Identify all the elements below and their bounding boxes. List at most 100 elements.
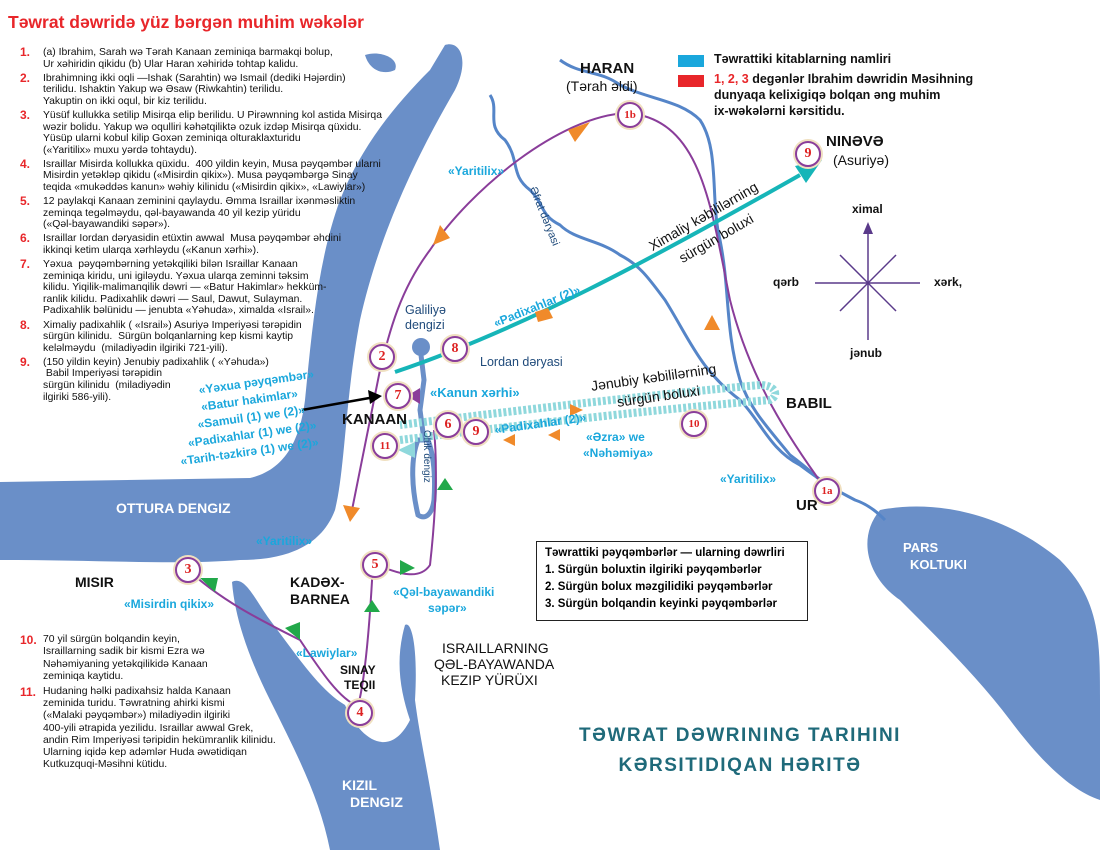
event-marker: 3 bbox=[175, 557, 201, 583]
legend-books-label: Təwrattiki kitablarning namliri bbox=[714, 52, 892, 66]
event-marker: 5 bbox=[362, 552, 388, 578]
compass-north-arrow bbox=[863, 222, 873, 234]
event-text: Ibrahimning ikki oqli —Ishak (Sarahtin) … bbox=[43, 72, 346, 107]
compass-south: jənub bbox=[850, 346, 882, 360]
prophets-box-item: 3. Sürgün bolqandin keyinki pəyqəmbərlər bbox=[545, 598, 777, 610]
compass-east: xərk, bbox=[934, 275, 963, 289]
place-misir: MISIR bbox=[75, 574, 114, 590]
event-number: 8. bbox=[20, 317, 31, 332]
book-ezra-2: «Nəhəmiya» bbox=[583, 446, 654, 460]
event-marker: 1a bbox=[814, 478, 840, 504]
event-marker: 10 bbox=[681, 411, 707, 437]
place-ur: UR bbox=[796, 497, 818, 514]
event-marker: 6 bbox=[435, 412, 461, 438]
place-nineveh: NINƏVƏ bbox=[826, 133, 884, 150]
label-persian-gulf-1: PARS bbox=[903, 540, 939, 555]
events-list: 1. (a) Ibrahim, Sarah wə Tərah Kanaan zem… bbox=[20, 45, 382, 406]
event-number: 6. bbox=[20, 231, 31, 246]
place-babil: BABIL bbox=[786, 395, 832, 412]
event-text: Ximaliy padixahlik ( «Israil») Asuriyə I… bbox=[43, 319, 302, 354]
event-text: 70 yil sürgün bolqandin keyin, Israillar… bbox=[43, 634, 208, 682]
green-arrow bbox=[400, 560, 415, 575]
event-item: 2. Ibrahimning ikki oqli —Ishak (Sarahtin… bbox=[20, 70, 382, 108]
place-wander-3: KEZIP YÜRÜXI bbox=[441, 672, 538, 688]
sea-of-galilee bbox=[412, 338, 430, 356]
sea-inlet bbox=[365, 53, 396, 73]
event-text: 12 paylakqi Kanaan zeminini qaylaydu. Əm… bbox=[43, 196, 356, 231]
book-genesis-2: «Yaritilix» bbox=[256, 534, 313, 548]
place-haran: HARAN bbox=[580, 60, 635, 77]
orange-arrow bbox=[433, 225, 450, 245]
map-title-line-2: KƏRSITIDIQAN HƏRITƏ bbox=[618, 755, 862, 776]
place-sinai-2: TEQII bbox=[344, 678, 376, 692]
compass-north: ximal bbox=[852, 202, 883, 216]
event-number: 5. bbox=[20, 194, 31, 209]
event-item: 9. (150 yildin keyin) Jenubiy padixahlik … bbox=[20, 354, 382, 403]
event-marker: 1b bbox=[617, 102, 643, 128]
orange-arrow bbox=[503, 434, 515, 446]
place-kanaan: KANAAN bbox=[342, 411, 407, 428]
green-arrow bbox=[285, 622, 300, 640]
green-arrow bbox=[364, 600, 380, 612]
event-number: 10. bbox=[20, 633, 37, 647]
event-text: Israillar Misirda kollukka qüxidu. 400 y… bbox=[43, 158, 381, 194]
tigris-river bbox=[559, 58, 832, 492]
place-haran-sub: (Tərah əldi) bbox=[566, 78, 638, 94]
event-text: (a) Ibrahim, Sarah wə Tərah Kanaan zemin… bbox=[43, 47, 333, 70]
book-numbers-1: «Qəl-bayawandiki bbox=[393, 585, 495, 599]
event-marker: 4 bbox=[347, 700, 373, 726]
map-title-line-1: TƏWRAT DƏWRINING TARIHINI bbox=[579, 725, 901, 746]
book-genesis-3: «Yaritilix» bbox=[720, 472, 777, 486]
event-text: (150 yildin keyin) Jenubiy padixahlik ( … bbox=[43, 356, 269, 403]
event-marker: 7 bbox=[385, 383, 411, 409]
label-persian-gulf-2: KOLTUKI bbox=[910, 557, 967, 572]
orange-arrow bbox=[343, 505, 360, 522]
event-marker: 9 bbox=[463, 419, 489, 445]
event-text: Hudaning həlki padixahsiz halda Kanaan z… bbox=[43, 685, 276, 771]
event-item: 3. Yüsüf kullukka setilip Misirqa elip be… bbox=[20, 107, 382, 156]
label-jordan: Lordan dəryasi bbox=[480, 355, 563, 369]
book-genesis-1: «Yaritilix» bbox=[448, 164, 505, 178]
event-number: 3. bbox=[20, 107, 31, 122]
event-number: 1. bbox=[20, 45, 31, 59]
mediterranean-sea bbox=[0, 44, 463, 563]
place-sinai-1: SINAY bbox=[340, 663, 376, 677]
persian-gulf bbox=[867, 506, 1100, 800]
green-arrow bbox=[200, 578, 218, 592]
prophets-box-title: Təwrattiki pəyqəmbərlər — ularning dəwrl… bbox=[545, 547, 785, 559]
event-marker: 2 bbox=[369, 344, 395, 370]
label-galilee-1: Galiliyə bbox=[405, 303, 446, 317]
numbers-color-swatch bbox=[678, 75, 704, 87]
event-item: 7. Yəxua pəyqəmbərning yetəkqiliki bilən … bbox=[20, 257, 382, 317]
label-red-sea-2: DENGIZ bbox=[350, 794, 403, 810]
prophets-box-item: 2. Sürgün bolux məzgilidiki pəyqəmbərlər bbox=[545, 581, 773, 593]
orange-arrow bbox=[548, 429, 560, 441]
event-text: Yəxua pəyqəmbərning yetəkqiliki bilən Is… bbox=[43, 259, 327, 317]
event-number: 7. bbox=[20, 257, 31, 272]
event-item: 6.Israillar Iordan dəryasidin etüxtin aw… bbox=[20, 231, 382, 256]
place-wander-2: QƏL-BAYAWANDA bbox=[434, 656, 555, 672]
return-arrowhead bbox=[398, 442, 415, 458]
label-mediterranean: OTTURA DENGIZ bbox=[116, 500, 231, 516]
books-color-swatch bbox=[678, 55, 704, 67]
book-numbers-2: səpər» bbox=[428, 601, 467, 615]
orange-arrow bbox=[704, 315, 720, 330]
orange-arrow bbox=[535, 308, 553, 322]
event-item: 10. 70 yil sürgün bolqandin keyin, Israil… bbox=[20, 634, 276, 683]
dead-sea bbox=[410, 437, 437, 520]
orange-arrow bbox=[568, 122, 590, 142]
event-text: Yüsüf kullukka setilip Misirqa elip beri… bbox=[43, 109, 382, 156]
page-title: Təwrat dəwridə yüz bərgən muhim wəkələr bbox=[8, 12, 364, 32]
events-list-later: 10. 70 yil sürgün bolqandin keyin, Israil… bbox=[20, 634, 276, 774]
orange-arrow bbox=[570, 404, 583, 416]
event-number: 9. bbox=[20, 354, 31, 369]
prophets-box: Təwrattiki pəyqəmbərlər — ularning dəwrl… bbox=[536, 541, 808, 621]
kanaan-pointer-head bbox=[368, 390, 382, 404]
event-number: 2. bbox=[20, 70, 31, 85]
book-deuteronomy: «Kanun xərhi» bbox=[430, 385, 520, 400]
label-galilee-2: dengizi bbox=[405, 318, 445, 332]
place-nineveh-sub: (Asuriyə) bbox=[833, 152, 890, 168]
event-marker: 11 bbox=[372, 433, 398, 459]
deut-arrow bbox=[407, 388, 420, 404]
